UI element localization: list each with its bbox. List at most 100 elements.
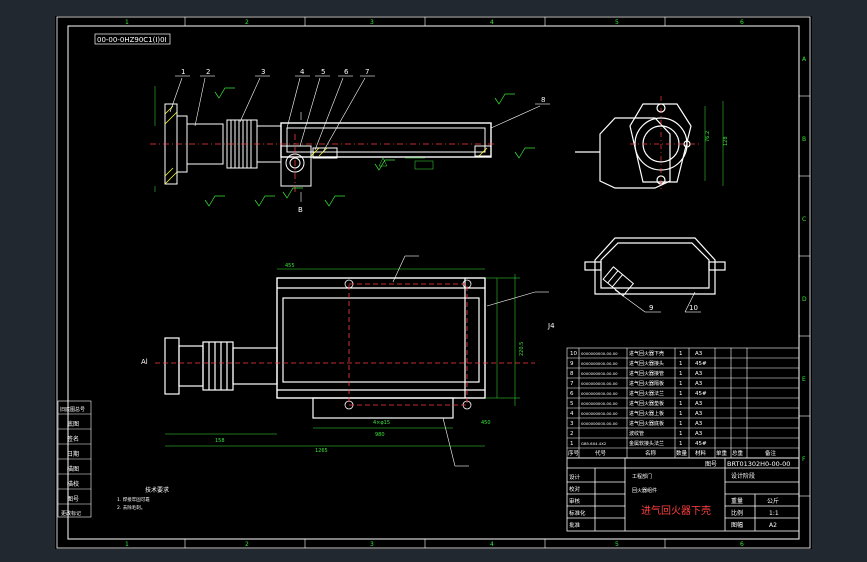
end-view-centerlines — [630, 96, 700, 192]
plan-view-hidden — [155, 283, 535, 406]
title-top-label: 图号 — [705, 461, 717, 468]
bom-header-name: 名称 — [645, 449, 657, 457]
bom-cell-no: 3 — [570, 421, 574, 427]
bom-cell-qty: 1 — [679, 371, 683, 377]
end-view-dims — [704, 101, 724, 186]
dim-top-width: 455 — [285, 263, 295, 269]
bom-cell-code: 0000000000-00-00 — [581, 371, 618, 376]
bom-cell-mat: A3 — [695, 351, 703, 357]
bom-cell-mat: A3 — [695, 411, 703, 417]
zone-row-a: A — [802, 56, 807, 63]
bom-cell-no: 10 — [570, 351, 577, 357]
title-sheet-label: 图幅 — [731, 521, 743, 529]
zone-col-6-bottom: 6 — [740, 541, 744, 548]
zone-col-1: 1 — [125, 19, 129, 26]
title-left-label-2: 校对 — [569, 485, 581, 493]
balloon-1: 1 — [181, 68, 185, 76]
shell-view — [584, 237, 726, 295]
code-box-text: 00-00-0HZ90C1(I)0I — [97, 36, 167, 44]
drawing-sheet: 1 2 3 4 5 6 1 2 3 4 5 6 A B C D E F 00-0… — [55, 16, 812, 549]
bom-cell-no: 8 — [570, 371, 574, 377]
surface-symbols — [204, 87, 535, 207]
plan-view — [164, 277, 486, 419]
zone-row-d: D — [802, 296, 807, 303]
left-stamp — [57, 400, 92, 518]
top-balloons: 1 2 3 4 5 6 7 8 — [181, 68, 545, 104]
dim-end-height: 128 — [723, 136, 729, 146]
dim-holes: 4×φ15 — [373, 420, 390, 426]
dim-overall-length: 1265 — [315, 448, 328, 454]
stamp-label-5: 描图 — [67, 465, 79, 473]
dim-body-length: 980 — [375, 432, 385, 438]
bom-cell-no: 9 — [570, 361, 574, 367]
code-box — [94, 33, 171, 45]
shell-leaders — [614, 289, 701, 313]
shell-nozzle — [602, 266, 635, 297]
bom-cell-no: 7 — [570, 381, 574, 387]
title-weight-label: 重量 — [731, 497, 743, 505]
bom-header-remark: 备注 — [765, 449, 777, 457]
bom-cell-code: GB5.6X4.4X2 — [581, 441, 607, 446]
bom-header-qty: 数量 — [676, 449, 688, 457]
bom-cell-mat: 45# — [695, 361, 707, 367]
bom-cell-qty: 1 — [679, 391, 683, 397]
title-left-label-3: 审核 — [569, 497, 581, 505]
balloon-9: 9 — [649, 304, 653, 312]
title-main: 进气回火器下壳 — [641, 504, 711, 517]
title-left-label-4: 标准化 — [569, 509, 586, 517]
zone-col-2-bottom: 2 — [245, 541, 249, 548]
bom-cell-no: 6 — [570, 391, 574, 397]
title-design-stage: 设计阶段 — [731, 472, 755, 480]
balloon-8: 8 — [541, 96, 545, 104]
bom-cell-no: 1 — [570, 441, 574, 447]
outer-frame — [56, 16, 811, 549]
zone-col-1-bottom: 1 — [125, 541, 129, 548]
top-leaders — [169, 75, 550, 153]
stamp-label-8: 更改标记 — [61, 510, 81, 517]
title-weight-unit: 公斤 — [767, 497, 779, 505]
bom-cell-mat: A3 — [695, 431, 703, 437]
bom-header-no: 序号 — [568, 449, 580, 457]
title-part-no: BRT01302H0-00-00 — [727, 460, 790, 468]
bom-header-unit-wt: 单重 — [716, 449, 728, 457]
bom-cell-qty: 1 — [679, 421, 683, 427]
bom-cell-code: 0000000000-00-00 — [581, 421, 618, 426]
bom-header-code: 代号 — [595, 449, 607, 457]
dim-end-width: 76.2 — [705, 131, 711, 142]
zone-ticks-top — [184, 17, 810, 548]
plan-leaders — [392, 255, 549, 467]
bom-cell-mat: A3 — [695, 421, 703, 427]
dim-flange-length: 158 — [215, 438, 225, 444]
title-left-labels: 设计 校对 审核 标准化 批准 — [569, 473, 586, 529]
bom-cell-qty: 1 — [679, 431, 683, 437]
bom-cell-name: 进气回火器接头 — [629, 360, 664, 367]
zone-row-b: B — [802, 136, 806, 143]
bom-header-total-wt: 总重 — [732, 449, 744, 457]
zone-row-e: E — [802, 376, 806, 383]
dim-right-label: J4 — [547, 322, 555, 330]
bom-header-mat: 材料 — [695, 449, 707, 457]
dim-gap: 450 — [481, 420, 491, 426]
stamp-label-6: 描校 — [67, 480, 79, 488]
stamp-label-4: 日期 — [67, 450, 79, 458]
bom-cell-name: 进气回火器接管 — [629, 370, 664, 377]
bom-cell-name: 进气回火器上板 — [629, 410, 664, 417]
bom-cell-name: 进气回火器法兰 — [629, 390, 664, 397]
tech-notes-title: 技术要求 — [145, 486, 169, 494]
stamp-label-3: 签名 — [67, 435, 79, 443]
section-mark-label: B — [298, 206, 303, 214]
zone-row-f: F — [802, 456, 806, 463]
title-project: 回火器组件 — [632, 487, 657, 494]
title-scale-label: 比例 — [731, 509, 743, 517]
zone-col-5: 5 — [615, 19, 619, 26]
title-sheet-value: A2 — [769, 522, 777, 529]
bom-cell-no: 5 — [570, 401, 574, 407]
